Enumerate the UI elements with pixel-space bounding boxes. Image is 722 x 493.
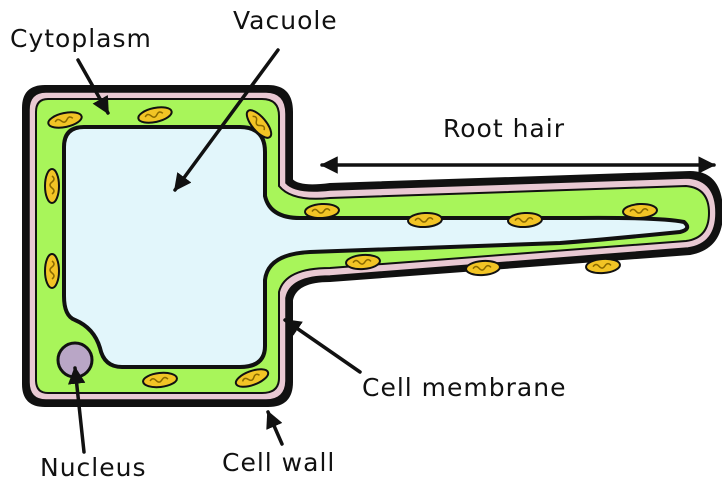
chloroplast (45, 254, 59, 288)
cell-wall-label: Cell wall (222, 448, 335, 477)
vacuole-label: Vacuole (233, 6, 338, 35)
cell-membrane-label: Cell membrane (362, 373, 566, 402)
cell-membrane-arrow (285, 320, 360, 372)
cell-wall-arrow (268, 412, 282, 444)
chloroplast (45, 169, 59, 203)
root-hair-label: Root hair (443, 114, 565, 143)
cytoplasm-label: Cytoplasm (10, 24, 152, 53)
nucleus-label: Nucleus (40, 453, 147, 482)
